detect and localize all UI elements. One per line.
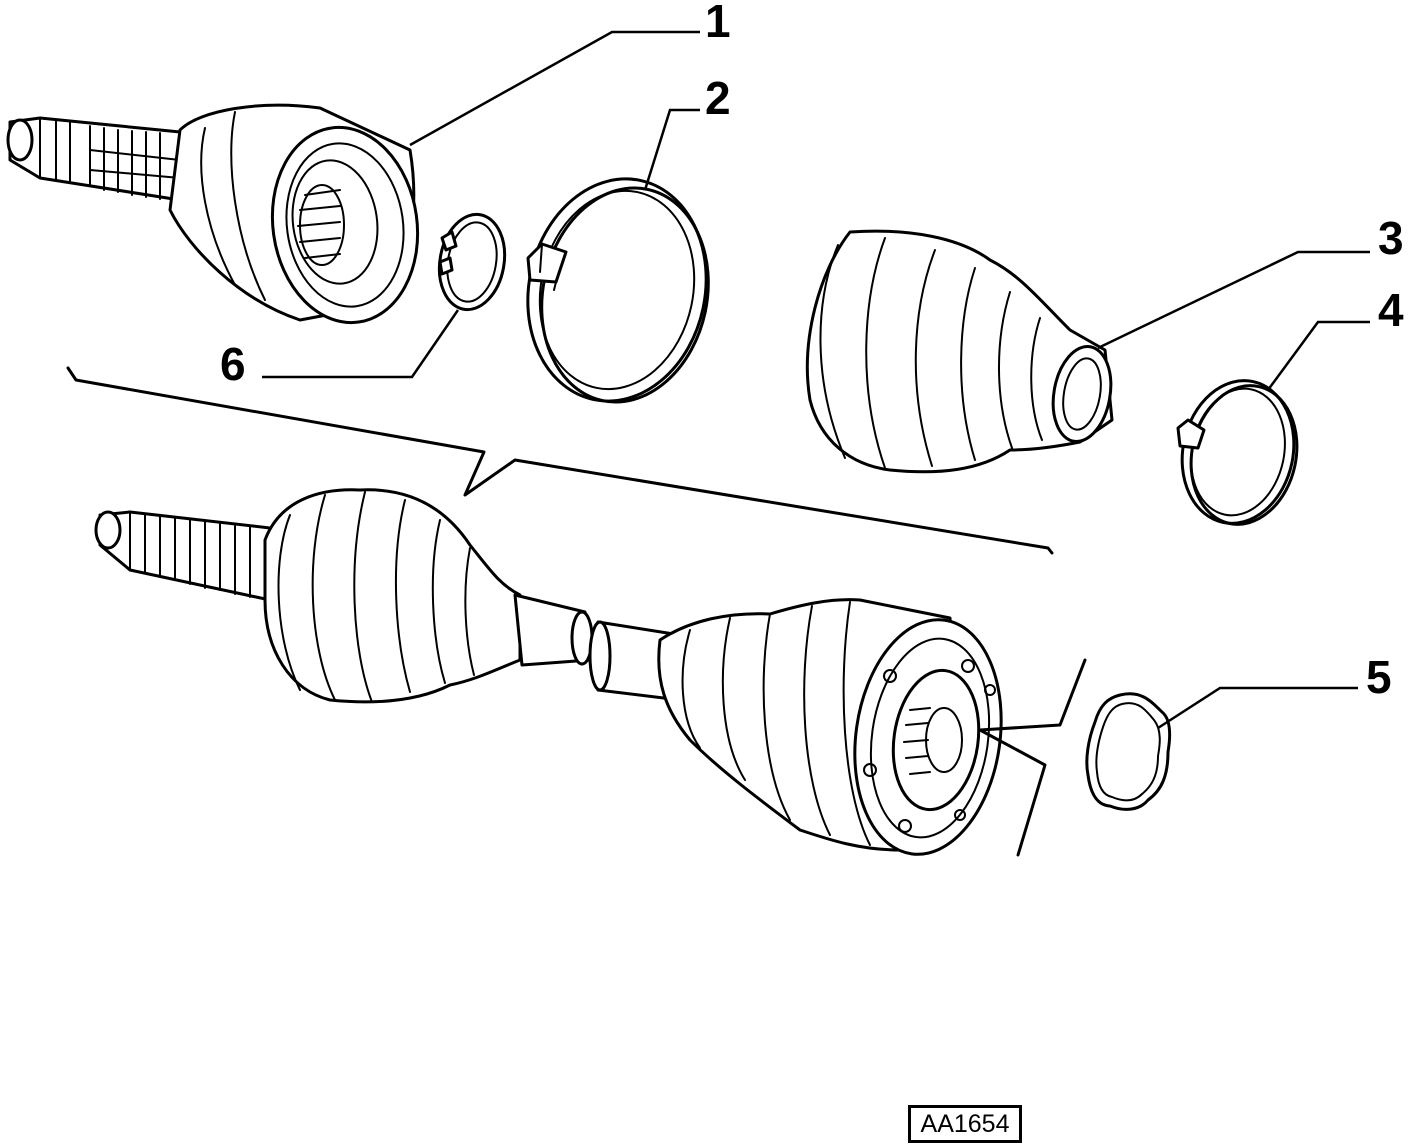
leader-5 <box>1157 686 1358 730</box>
drive-shaft-assembly <box>94 488 1003 856</box>
part-2-boot-clamp-large <box>526 177 710 404</box>
callout-2: 2 <box>705 72 731 124</box>
reference-code-box: AA1654 <box>908 1105 1022 1143</box>
callout-6: 6 <box>220 338 246 390</box>
leader-4 <box>1266 320 1370 391</box>
part-5-bracket <box>978 658 1087 857</box>
callout-4: 4 <box>1378 284 1404 336</box>
leader-1 <box>409 30 700 147</box>
leader-lines <box>262 30 1370 730</box>
leader-2 <box>643 108 700 191</box>
part-5-retaining-ring <box>1085 692 1172 811</box>
part-4-boot-clamp-small <box>1176 379 1299 526</box>
callout-3: 3 <box>1378 212 1404 264</box>
part-3-cv-boot <box>805 229 1114 474</box>
assembly-bracket <box>66 366 1054 555</box>
callout-1: 1 <box>705 0 731 47</box>
callout-5: 5 <box>1366 651 1392 703</box>
leader-3 <box>1097 250 1370 350</box>
leader-6 <box>262 309 460 379</box>
part-6-snap-ring <box>437 212 507 312</box>
part-1-outer-cv-joint <box>6 103 420 325</box>
